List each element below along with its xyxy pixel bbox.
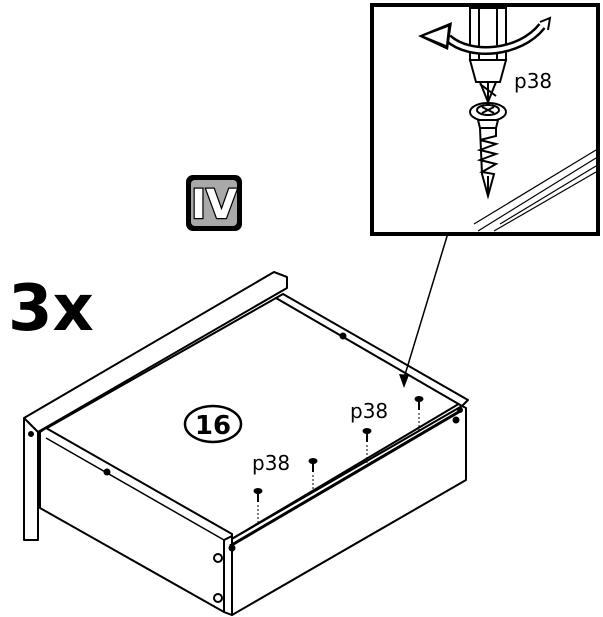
drawer-assembly	[23, 271, 469, 616]
screw-icon	[308, 458, 318, 494]
panel-edge	[473, 149, 597, 232]
detail-inset: p38	[370, 3, 600, 236]
quantity-label: 3x	[8, 272, 94, 346]
screw-icon	[362, 428, 372, 463]
curved-arrow-icon	[418, 16, 552, 55]
screw-label-detail: p38	[514, 69, 552, 93]
step-numeral: IV	[191, 182, 237, 228]
screw-icon	[414, 396, 424, 432]
screw-icon	[253, 488, 263, 524]
screw-group	[253, 396, 424, 524]
screw-label-right: p38	[350, 399, 388, 423]
part-number-badge: 16	[183, 404, 243, 444]
screw-label-left: p38	[252, 451, 290, 475]
screw-icon	[469, 102, 507, 200]
detail-leader-line	[403, 232, 449, 379]
back-rail	[275, 293, 469, 407]
part-number: 16	[195, 411, 231, 441]
step-badge: IV	[186, 175, 242, 231]
